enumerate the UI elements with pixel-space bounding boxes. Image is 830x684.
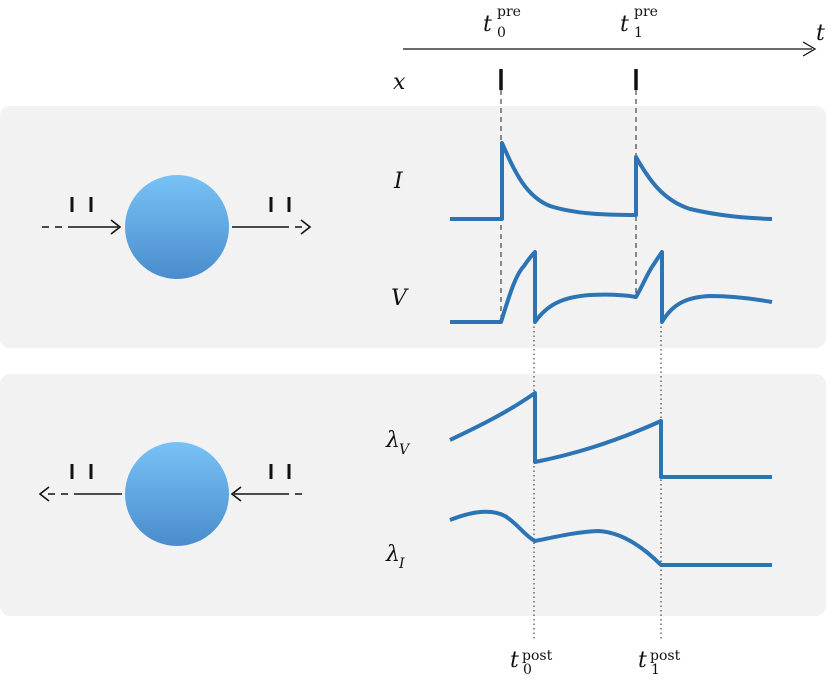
- svg-text:0: 0: [523, 662, 532, 678]
- forward-neuron-circle-icon: [125, 175, 229, 279]
- backward-output-arrow-icon: [38, 464, 122, 502]
- time-axis: t: [403, 21, 825, 57]
- backward-input-arrow-icon: [230, 464, 308, 502]
- svg-text:V: V: [399, 442, 411, 458]
- trace-lambda-V: [449, 391, 772, 479]
- backward-panel: [0, 374, 826, 616]
- forward-input-arrow-icon: [42, 197, 122, 235]
- pre-spike-label-1: t 1 pre: [620, 4, 658, 41]
- row-label-lambda-I: λ I: [385, 542, 405, 572]
- post-spike-label-0: t 0 post: [510, 648, 553, 678]
- backward-neuron-circle-icon: [125, 442, 229, 546]
- row-label-I: I: [393, 169, 404, 194]
- svg-text:pre: pre: [634, 4, 658, 20]
- forward-output-arrow-icon: [232, 197, 312, 235]
- svg-text:I: I: [398, 556, 405, 572]
- svg-text:1: 1: [634, 25, 643, 41]
- trace-lambda-I: [449, 509, 772, 567]
- time-axis-label: t: [816, 21, 825, 46]
- svg-text:t: t: [483, 12, 492, 37]
- svg-text:0: 0: [497, 25, 506, 41]
- svg-text:post: post: [522, 648, 553, 664]
- row-label-lambda-V: λ V: [385, 428, 411, 458]
- svg-text:1: 1: [651, 662, 660, 678]
- svg-text:λ: λ: [385, 542, 400, 567]
- trace-I: [450, 141, 773, 221]
- svg-text:post: post: [650, 648, 681, 664]
- pre-spike-label-0: t 0 pre: [483, 4, 521, 41]
- trace-V: [450, 250, 773, 324]
- svg-text:λ: λ: [385, 428, 400, 453]
- row-label-V: V: [391, 286, 409, 311]
- svg-text:t: t: [638, 648, 647, 673]
- forward-panel: [0, 106, 826, 348]
- post-spike-label-1: t 1 post: [638, 648, 681, 678]
- svg-text:t: t: [620, 12, 629, 37]
- svg-text:pre: pre: [497, 4, 521, 20]
- row-label-x: x: [393, 70, 406, 95]
- svg-text:t: t: [510, 648, 519, 673]
